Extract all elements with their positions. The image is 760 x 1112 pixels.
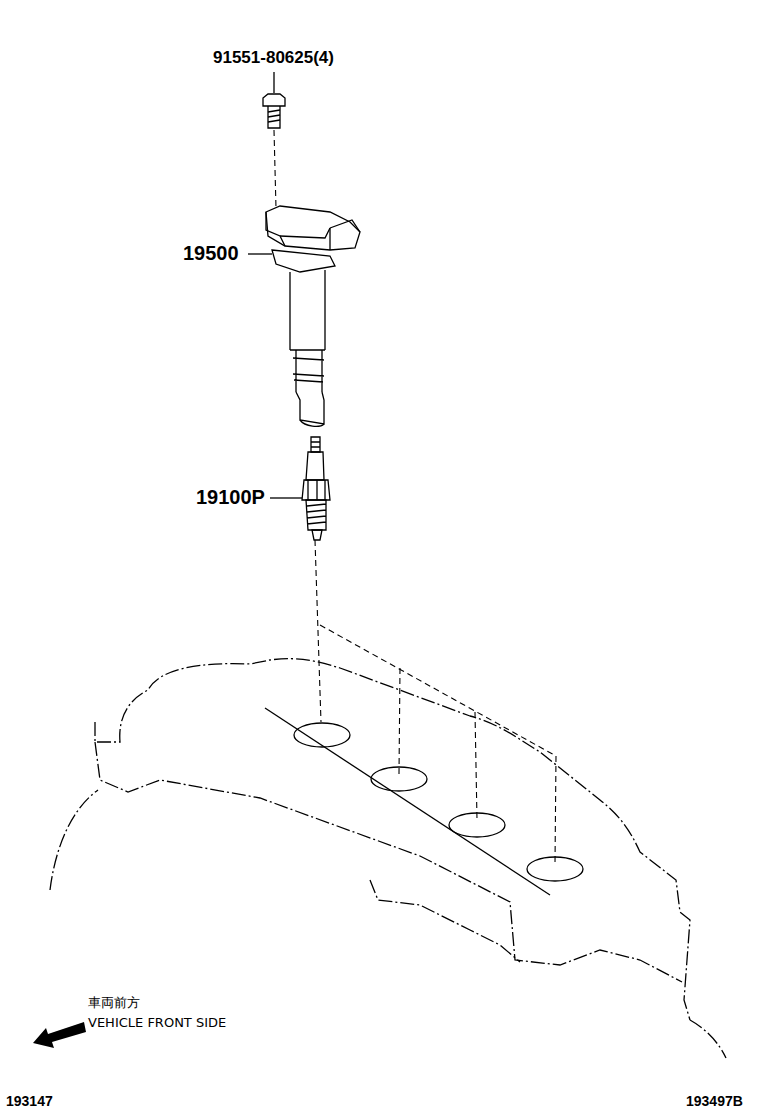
leader-line: [270, 497, 302, 498]
leader-line: [273, 72, 274, 93]
figure-number: 193497B: [686, 1093, 743, 1109]
direction-note: VEHICLE FRONT SIDE: [88, 1016, 226, 1031]
cylinder-axis: [265, 708, 550, 895]
ignition-coil: [266, 206, 360, 426]
direction-arrow: [33, 1022, 86, 1048]
block-arc-right: [690, 1020, 726, 1058]
assembly-line: [475, 712, 477, 820]
direction-note: 車両前方: [88, 996, 140, 1011]
leader-line: [248, 253, 272, 254]
assembly-line: [399, 668, 400, 774]
figure-number: 193147: [6, 1093, 53, 1109]
part-number: 19100P: [196, 486, 265, 509]
spark-plug: [302, 437, 330, 540]
block-arc-left: [50, 790, 98, 890]
assembly-line: [555, 756, 556, 864]
cylinder-head-outline: [95, 659, 690, 1020]
head-front-edge: [370, 880, 520, 962]
assembly-line: [315, 540, 321, 722]
assembly-line: [320, 625, 556, 756]
part-number: 19500: [183, 242, 239, 265]
part-number: 91551-80625(4): [213, 48, 334, 68]
plug-hole: [294, 723, 350, 747]
bolt-symbol: [263, 94, 285, 128]
assembly-line: [274, 130, 276, 208]
